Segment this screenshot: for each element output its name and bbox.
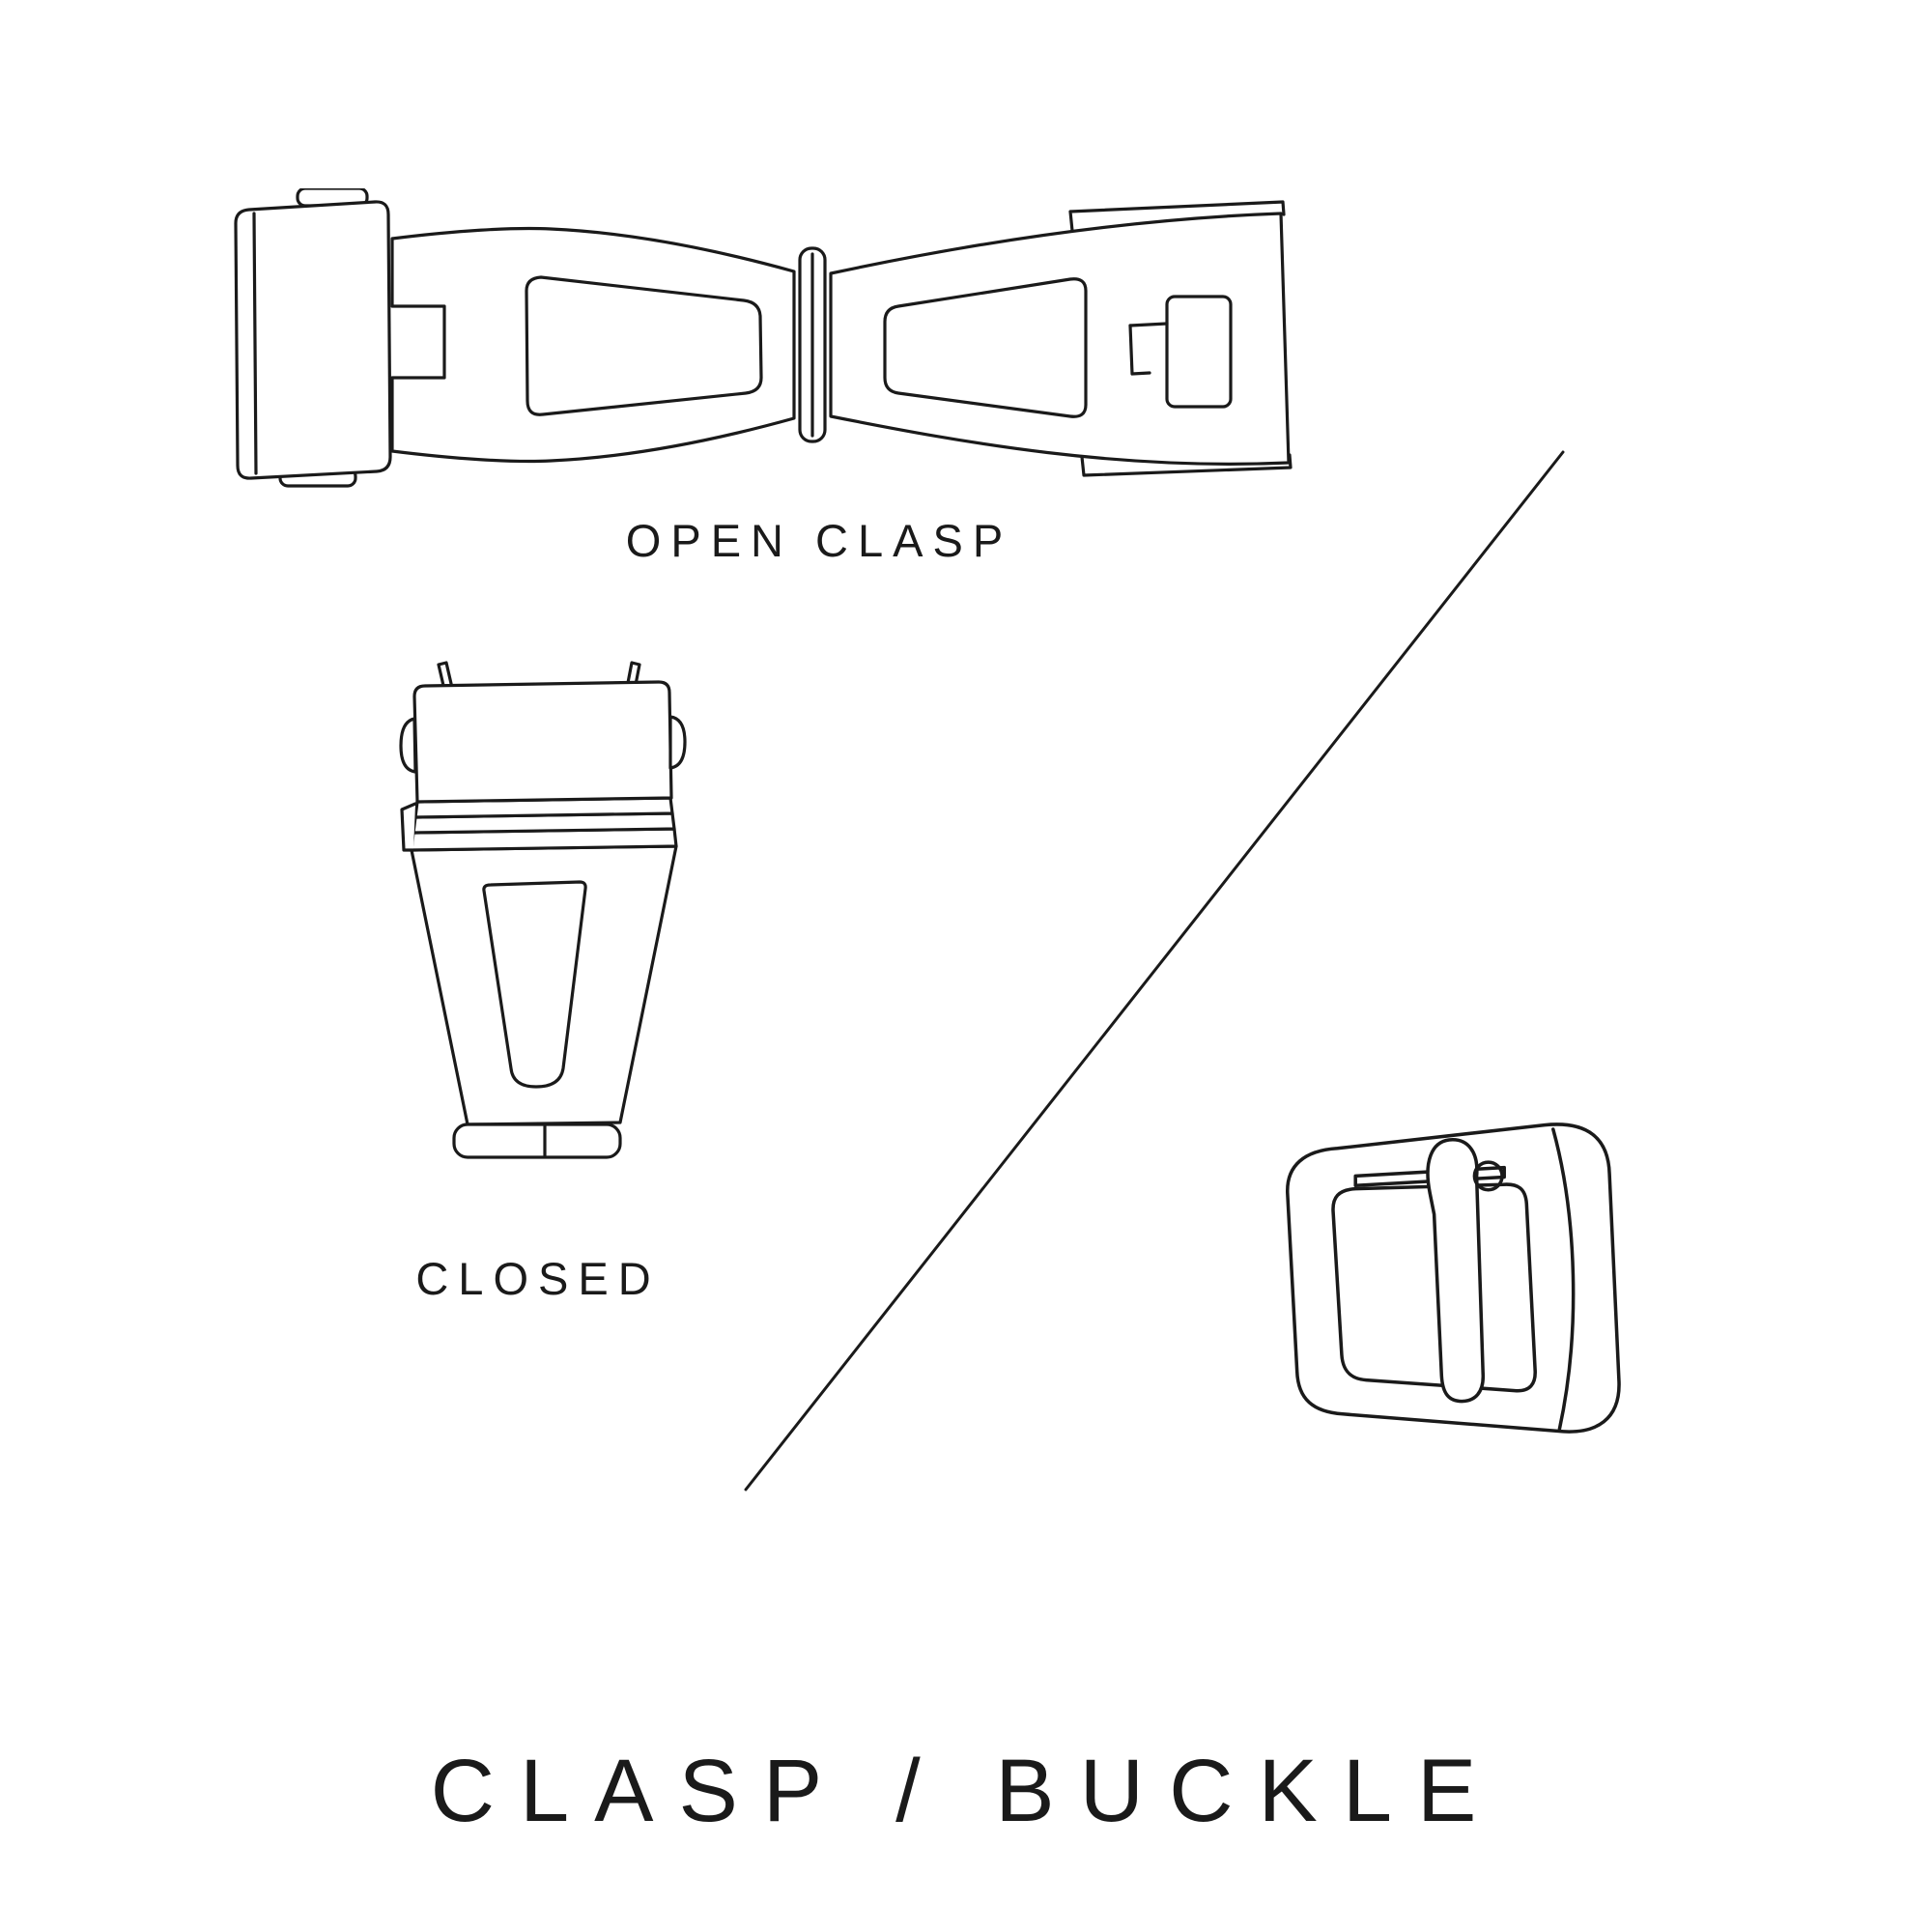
closed-clasp-label: CLOSED (415, 1253, 661, 1304)
buckle-illustration-icon (1286, 1122, 1621, 1434)
open-clasp-illustration-icon (234, 188, 1293, 488)
page-title: CLASP / BUCKLE (430, 1742, 1502, 1840)
open-clasp-label: OPEN CLASP (625, 515, 1013, 566)
closed-clasp-illustration-icon (399, 661, 687, 1159)
